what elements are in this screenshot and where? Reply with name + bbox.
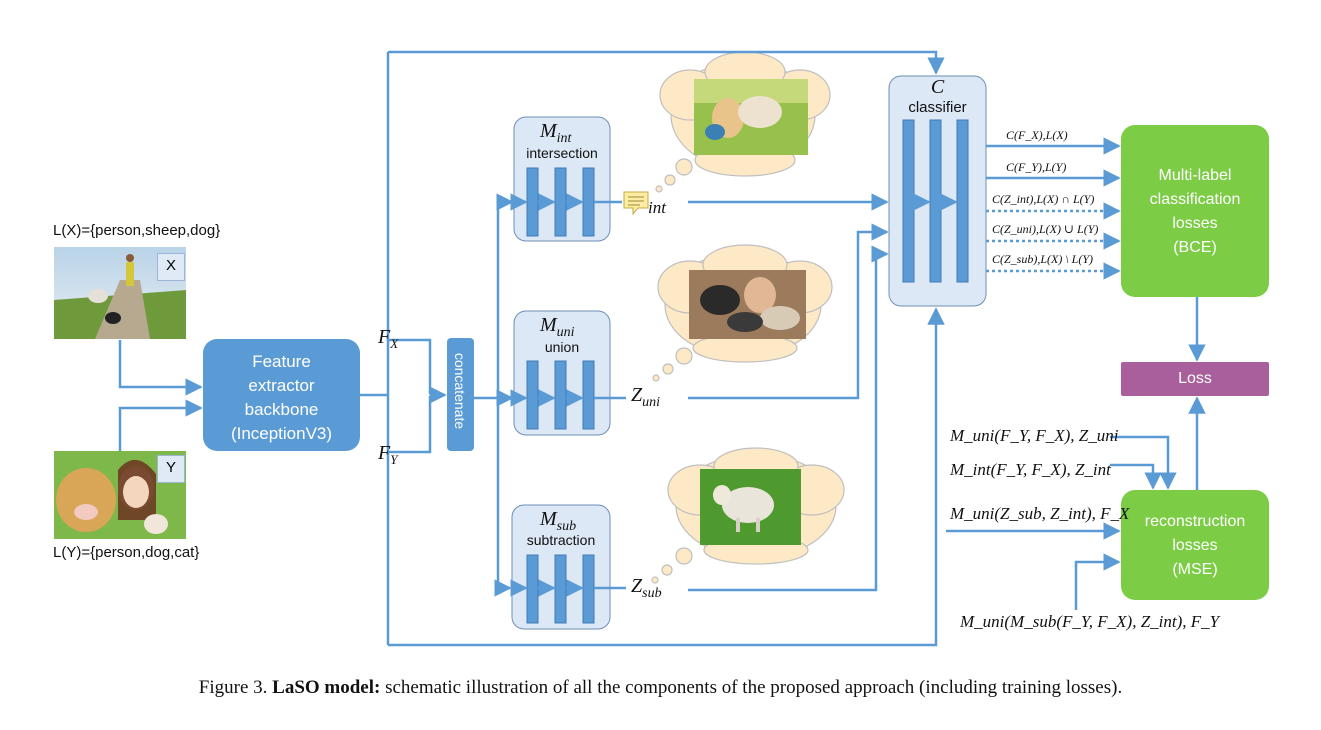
bce-label: Multi-label classification losses (BCE) <box>1121 164 1269 260</box>
photo-union <box>689 270 806 339</box>
module-sub-sub: sub <box>556 519 577 534</box>
caption-prefix: Figure 3. <box>198 677 273 698</box>
label-y: L(Y)={person,dog,cat} <box>53 544 200 561</box>
module-uni-symbol: Muni <box>540 314 575 341</box>
cls-output-2: C(F_Y),L(Y) <box>1006 160 1067 174</box>
cls-output-5: C(Z_sub),L(X) \ L(Y) <box>992 252 1094 266</box>
tag-x: X <box>157 253 185 281</box>
output-int: int <box>648 198 666 217</box>
module-int-sym: M <box>540 120 557 142</box>
bce-box <box>1121 125 1269 297</box>
mse-line-1: reconstruction <box>1144 513 1246 530</box>
module-uni-name: union <box>544 339 580 355</box>
concatenate-box <box>447 338 474 451</box>
recon-input-4: M_uni(M_sub(F_Y, F_X), Z_int), F_Y <box>960 612 1220 631</box>
photo-subtraction <box>700 469 801 545</box>
feature-fy-sym: F <box>378 442 391 464</box>
classifier-name: classifier <box>908 99 967 116</box>
cls-output-3: C(Z_int),L(X) ∩ L(Y) <box>992 192 1095 206</box>
bce-line-4: (BCE) <box>1173 239 1217 256</box>
classifier-symbol: C <box>930 76 945 98</box>
output-sub-sym: Z <box>631 575 643 597</box>
module-sub-name: subtraction <box>526 532 596 548</box>
photo-intersection <box>694 79 808 155</box>
feature-fx-sym: F <box>378 326 391 348</box>
output-sub-sub: sub <box>642 586 662 601</box>
recon-input-2: M_int(F_Y, F_X), Z_int <box>950 460 1111 479</box>
mse-box <box>1121 490 1269 600</box>
module-int-name: intersection <box>526 145 598 161</box>
module-sub-sym: M <box>540 508 557 530</box>
tag-y: Y <box>157 455 185 483</box>
backbone-line-4: (InceptionV3) <box>230 424 333 443</box>
cls-output-1: C(F_X),L(X) <box>1006 128 1068 142</box>
bce-line-2: classification <box>1149 191 1241 208</box>
module-int-symbol: Mint <box>540 120 571 147</box>
output-uni-sym: Z <box>631 384 643 406</box>
module-uni-sym: M <box>540 314 557 336</box>
caption-rest: schematic illustration of all the compon… <box>380 677 1123 698</box>
module-sub-symbol: Msub <box>540 508 576 535</box>
module-int-sub: int <box>556 131 572 146</box>
recon-input-3: M_uni(Z_sub, Z_int), F_X <box>950 504 1130 523</box>
feature-fx: FX <box>378 326 398 352</box>
feature-fx-sub: X <box>390 336 399 351</box>
backbone-line-2: extractor <box>248 376 315 395</box>
output-sub: Zsub <box>631 575 662 602</box>
connectors <box>118 50 1206 647</box>
mse-label: reconstruction losses (MSE) <box>1121 510 1269 582</box>
classifier-box <box>888 75 987 307</box>
feature-fy: FY <box>378 442 397 468</box>
loss-label: Loss <box>1178 370 1212 387</box>
figure-caption: Figure 3. LaSO model: schematic illustra… <box>0 677 1321 699</box>
output-uni-sub: uni <box>642 395 661 410</box>
label-x: L(X)={person,sheep,dog} <box>53 222 221 239</box>
caption-bold: LaSO model: <box>272 677 381 698</box>
backbone-line-1: Feature <box>252 352 311 371</box>
mse-line-2: losses <box>1172 537 1218 554</box>
mse-line-3: (MSE) <box>1172 561 1218 578</box>
concatenate-label: concatenate <box>452 352 468 430</box>
module-uni-sub: uni <box>556 325 575 340</box>
note-icon <box>623 191 649 216</box>
bce-line-3: losses <box>1172 215 1218 232</box>
recon-input-1: M_uni(F_Y, F_X), Z_uni <box>950 426 1119 445</box>
cls-output-4: C(Z_uni),L(X) ∪ L(Y) <box>992 222 1099 236</box>
backbone-label: Feature extractor backbone (InceptionV3) <box>203 350 360 446</box>
loss-box <box>1121 362 1269 396</box>
bce-line-1: Multi-label <box>1158 167 1232 184</box>
backbone-box <box>203 339 360 451</box>
output-uni: Zuni <box>631 384 660 411</box>
backbone-line-3: backbone <box>244 400 319 419</box>
feature-fy-sub: Y <box>390 452 398 467</box>
